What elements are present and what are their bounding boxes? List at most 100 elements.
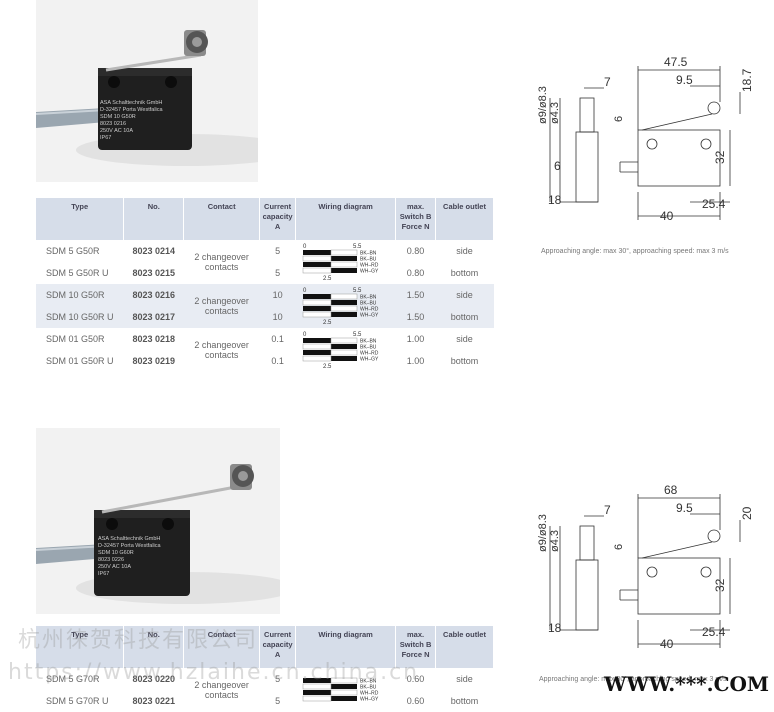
wire-label: WH–RD <box>360 307 379 313</box>
lever-arm <box>641 113 713 131</box>
dim-18: 18 <box>548 193 562 207</box>
dim-line-diam <box>549 98 561 202</box>
wiring-bar <box>302 250 331 255</box>
dim-line-diam <box>549 526 561 630</box>
wiring-bar <box>302 350 331 355</box>
label-text: ASA Schalttechnik GmbH D-32457 Porta Wes… <box>98 536 161 577</box>
wire-label: WH–GY <box>360 697 379 703</box>
wiring-bar-open <box>330 305 357 312</box>
dim-right-height: 18.7 <box>740 68 754 92</box>
dim-6b: 6 <box>554 159 561 173</box>
wiring-bar-open <box>302 695 331 702</box>
watermark-company: 杭州徕贺科技有限公司 <box>18 628 259 653</box>
lever-arm <box>641 541 713 559</box>
wiring-scale-right: 5.5 <box>353 288 362 294</box>
col-current: Current capacity A <box>259 626 297 668</box>
wiring-bar-open <box>330 261 357 268</box>
dim-lever: 9.5 <box>676 501 693 515</box>
wire-label: BK–BU <box>360 301 377 307</box>
mount-hole <box>646 138 658 150</box>
approach-caption-2: Approaching angle: max 30°, approaching … <box>539 676 727 683</box>
wiring-scale-left: 0 <box>303 332 307 338</box>
wiring-bar <box>302 294 331 299</box>
wire-label: BK–BN <box>360 679 377 685</box>
wiring-bar <box>302 338 331 343</box>
col-outlet: Cable outlet <box>435 198 494 240</box>
mount-hole <box>646 566 658 578</box>
table-row: SDM 01 G50R U 8023 0219 0.1 1.00 bottom <box>46 356 479 366</box>
cable-stub <box>619 161 638 173</box>
wire-label: BK–BU <box>360 257 377 263</box>
dim-32: 32 <box>713 150 727 164</box>
dim-diameter-inner: ø4.3 <box>549 102 561 124</box>
product-photo: ASA Schalttechnik GmbH D-32457 Porta Wes… <box>36 0 258 182</box>
label-text: ASA Schalttechnik GmbH D-32457 Porta Wes… <box>100 100 163 141</box>
wiring-bar-open <box>330 349 357 356</box>
col-type: Type <box>36 198 125 240</box>
wire-label: WH–RD <box>360 691 379 697</box>
table-row: SDM 5 G50R U 8023 0215 5 0.80 bottom <box>46 268 479 278</box>
col-contact: Contact <box>183 198 261 240</box>
wire-label: BK–BU <box>360 345 377 351</box>
wire-label: BK–BN <box>360 251 377 257</box>
dim-7: 7 <box>604 75 611 89</box>
spec-table-2: Type No. Contact Current capacity A Wiri… <box>36 626 494 712</box>
wiring-bar-open <box>302 683 331 690</box>
wiring-bar <box>302 262 331 267</box>
dim-40: 40 <box>660 637 674 651</box>
watermark-logo: WWW.***.COM <box>604 672 770 696</box>
dim-diameter-inner: ø4.3 <box>549 530 561 552</box>
wire-label: WH–GY <box>360 269 379 275</box>
mount-hole <box>700 138 712 150</box>
wiring-bar <box>330 256 357 261</box>
wiring-bar-open <box>302 267 331 274</box>
dim-diameter-outer: ø9/ø8.3 <box>537 514 549 552</box>
col-no: No. <box>123 626 185 668</box>
dim-7: 7 <box>604 503 611 517</box>
drawing-lines <box>549 494 741 648</box>
wiring-bar <box>330 684 357 689</box>
table-row: SDM 5 G70R U 8023 0221 5 0.60 bottom <box>46 696 479 706</box>
drawing-lines <box>549 66 741 220</box>
wiring-bar <box>302 306 331 311</box>
wiring-bar-open <box>330 249 357 256</box>
wiring-bar-open <box>302 311 331 318</box>
table-row: SDM 10 G50R U 8023 0217 10 1.50 bottom <box>36 306 494 328</box>
plunger <box>579 525 595 561</box>
col-wiring: Wiring diagram <box>295 198 397 240</box>
wire-label: BK–BU <box>360 685 377 691</box>
wiring-bar <box>330 268 357 273</box>
dim-25: 25.4 <box>702 625 726 639</box>
wiring-scale-bottom: 2.5 <box>323 320 332 326</box>
wire-label: WH–GY <box>360 313 379 319</box>
switch-body <box>637 557 721 615</box>
wiring-scale-left: 0 <box>303 288 307 294</box>
wiring-bar <box>330 356 357 361</box>
dim-right-height: 20 <box>740 506 754 520</box>
wiring-scale-left: 0 <box>303 244 307 250</box>
side-body <box>575 559 599 631</box>
dim-line-40 <box>637 620 721 648</box>
col-type: Type <box>36 626 125 668</box>
wire-label: WH–GY <box>360 357 379 363</box>
wiring-bar-open <box>330 337 357 344</box>
wiring-bar <box>302 690 331 695</box>
wire-label: BK–BN <box>360 339 377 345</box>
wiring-scale-bottom: 2.5 <box>323 276 332 282</box>
product-photo-2: ASA Schalttechnik GmbH D-32457 Porta Wes… <box>36 428 280 614</box>
col-outlet: Cable outlet <box>435 626 494 668</box>
dim-width-total: 68 <box>664 483 678 497</box>
wiring-scale-right: 5.5 <box>353 244 362 250</box>
switch-body <box>637 129 721 187</box>
roller <box>707 101 721 115</box>
dim-line-40 <box>637 192 721 220</box>
